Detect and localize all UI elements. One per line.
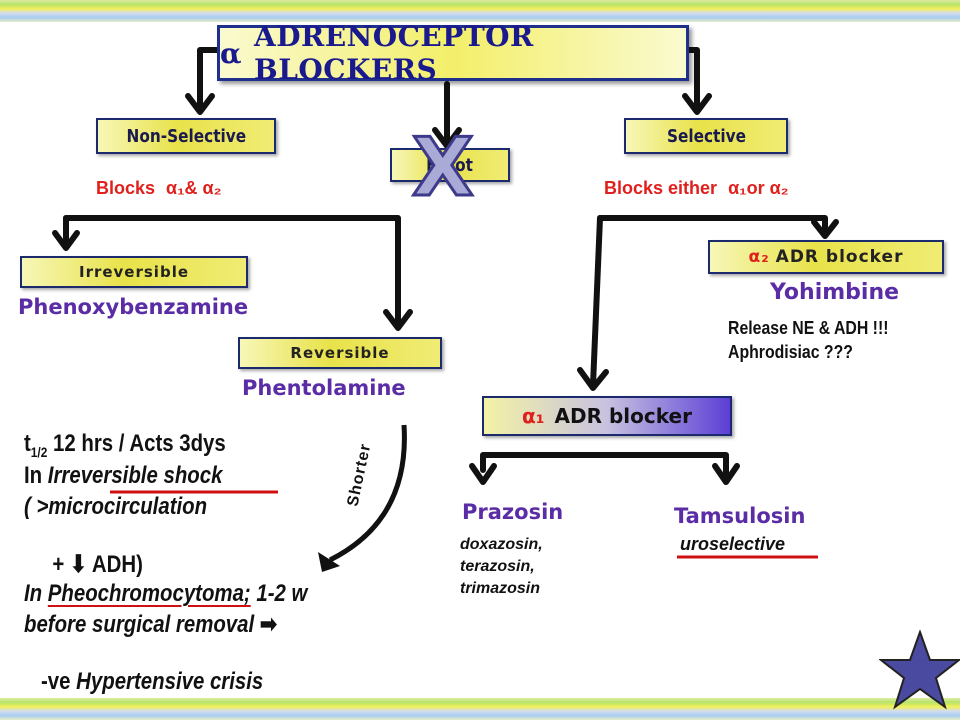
arrow-head-alpha1: [577, 367, 609, 391]
prazosin-other-1: doxazosin,: [460, 536, 543, 553]
note-half-life-t: t: [24, 430, 31, 457]
drug-prazosin: Prazosin: [462, 500, 564, 524]
selective-blocks-symbols: α₁or α₂: [728, 178, 789, 198]
arrow-to-non-selective: [197, 47, 220, 113]
drug-phenoxybenzamine: Phenoxybenzamine: [18, 295, 249, 319]
selective-box: Selective: [624, 118, 788, 154]
bottom-gradient-band: [0, 698, 960, 720]
note-half-life-rest: 12 hrs / Acts 3dys: [47, 430, 226, 457]
non-selective-blocks-text: Blocks: [96, 178, 156, 198]
alpha2-box: α₂ ADR blocker: [708, 240, 944, 274]
shorter-curve-arrow-head: [318, 552, 340, 572]
arrow-head-selective: [682, 93, 712, 115]
alpha2-symbol: α₂: [748, 247, 770, 267]
reversible-box: Reversible: [238, 337, 442, 369]
drug-tamsulosin: Tamsulosin: [674, 504, 806, 528]
arrow-head-prazosin: [469, 463, 497, 485]
right-arrow-icon: ➡: [259, 611, 277, 638]
alpha1-label: ADR blocker: [554, 404, 692, 428]
note-irreversible-shock-prefix: In: [24, 462, 48, 489]
note-adh-rest: ADH): [87, 551, 143, 578]
alpha2-label: ADR blocker: [775, 247, 904, 267]
note-pheo-prefix: In: [24, 580, 48, 607]
irreversible-label: Irreversible: [78, 263, 190, 281]
note-surgical-removal-text: before surgical removal: [24, 611, 255, 638]
title-symbol: α: [220, 36, 243, 70]
note-adh-prefix: +: [35, 551, 70, 578]
selective-blocks-text: Blocks either: [604, 178, 718, 198]
irreversible-box: Irreversible: [20, 256, 248, 288]
prazosin-other-2: terazosin,: [460, 558, 535, 575]
arrow-head-non-selective: [185, 93, 215, 115]
alpha1-box: α₁ ADR blocker: [482, 396, 732, 436]
note-hypertensive-italic: Hypertensive crisis: [76, 668, 264, 695]
drug-phentolamine: Phentolamine: [242, 376, 406, 400]
note-surgical-removal: before surgical removal ➡: [24, 610, 277, 639]
note-adh: + ⬇ ADH): [24, 522, 143, 579]
note-pheo-rest: 1-2 w: [250, 580, 308, 607]
arrow-to-alpha1: [590, 215, 603, 388]
alpha1-symbol: α₁: [522, 404, 545, 428]
arrow-to-alpha2: [597, 215, 828, 233]
arrow-to-reversible: [63, 215, 401, 328]
arrow-to-prazosin-tamsulosin: [480, 452, 729, 483]
note-hypertensive-prefix: -ve: [35, 668, 77, 695]
reversible-label: Reversible: [290, 344, 390, 362]
arrow-to-selective: [686, 47, 700, 113]
prazosin-other-3: trimazosin: [460, 580, 541, 597]
selective-label: Selective: [666, 125, 746, 147]
top-gradient-band: [0, 0, 960, 22]
drug-yohimbine: Yohimbine: [770, 280, 900, 305]
page-title: ADRENOCEPTOR BLOCKERS: [254, 20, 534, 86]
selective-blocks: Blocks either α₁or α₂: [604, 178, 789, 199]
arrow-head-irreversible: [52, 230, 80, 251]
note-half-life: t1/2 12 hrs / Acts 3dys: [24, 430, 226, 460]
star-icon: [879, 630, 960, 710]
note-pheochromocytoma: In Pheochromocytoma; 1-2 w: [24, 580, 307, 608]
note-pheo-underlined: Pheochromocytoma;: [47, 580, 251, 607]
arrow-head-alpha2: [811, 219, 839, 239]
non-selective-blocks: Blocks α₁& α₂: [96, 178, 222, 199]
arrow-head-ergot: [432, 127, 462, 149]
arrow-head-reversible: [383, 309, 413, 331]
yohimbine-note-release: Release NE & ADH !!!: [728, 318, 889, 338]
x-mark-icon: X: [411, 121, 476, 214]
non-selective-box: Non-Selective: [96, 118, 276, 154]
note-hypertensive-crisis: -ve Hypertensive crisis: [24, 640, 263, 696]
ergot-label: Ergot: [426, 154, 474, 176]
ergot-box: Ergot: [390, 148, 510, 182]
shorter-curve-arrow: [328, 424, 407, 563]
down-arrow-icon: ⬇: [69, 551, 88, 578]
note-irreversible-shock: In Irreversible shock: [24, 462, 222, 490]
title-box: α ADRENOCEPTOR BLOCKERS: [217, 20, 689, 86]
note-microcirculation: ( >microcirculation: [24, 493, 208, 520]
non-selective-label: Non-Selective: [126, 125, 246, 147]
note-irreversible-shock-italic: Irreversible shock: [47, 462, 223, 489]
non-selective-blocks-symbols: α₁& α₂: [166, 178, 222, 198]
yohimbine-note-aphrodisiac: Aphrodisiac ???: [728, 342, 853, 362]
arrow-head-tamsulosin: [712, 463, 740, 485]
note-half-life-sub: 1/2: [30, 443, 48, 460]
tamsulosin-note: uroselective: [680, 534, 786, 554]
